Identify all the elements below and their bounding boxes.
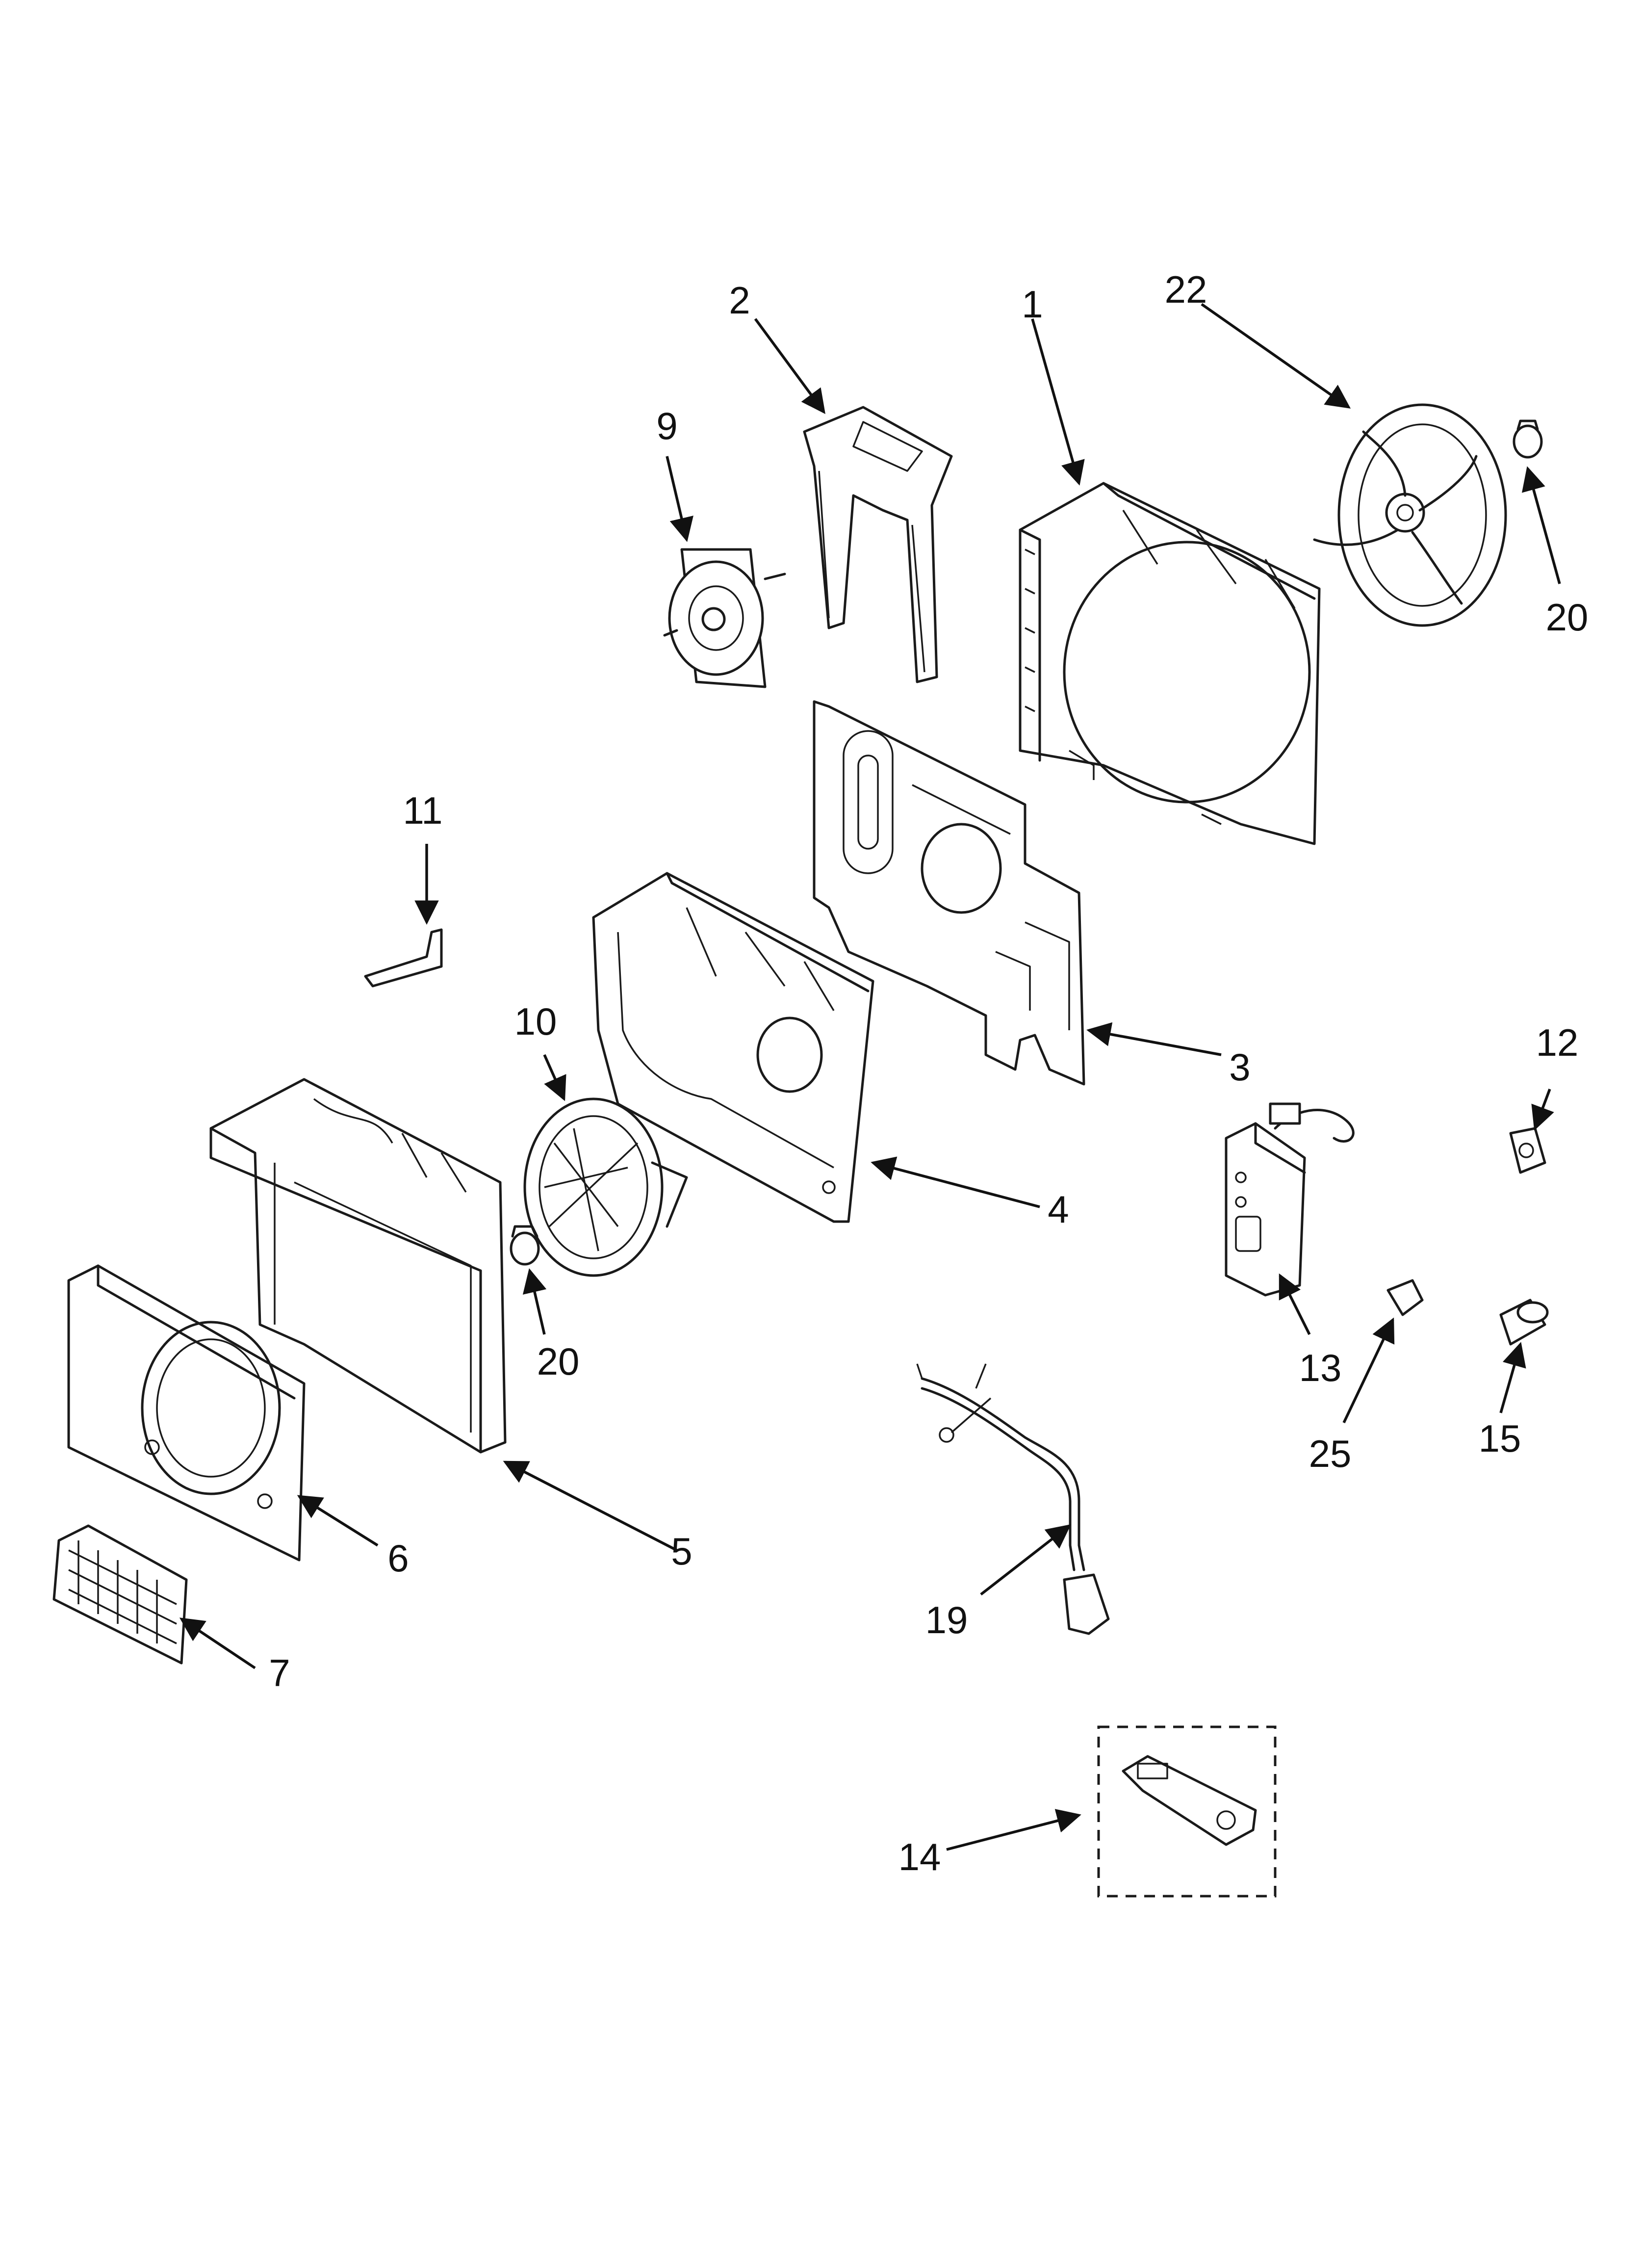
part-13-control-box	[1225, 1102, 1355, 1297]
label-part-20-upper: 20	[1545, 596, 1589, 639]
label-part-7: 7	[269, 1651, 290, 1694]
part-2-bracket	[803, 406, 953, 683]
label-part-10: 10	[514, 1000, 557, 1043]
label-part-6: 6	[387, 1537, 409, 1580]
part-5-duct-frame	[209, 1078, 507, 1454]
part-7-filter	[52, 1524, 188, 1665]
leader-lines	[179, 303, 1561, 1851]
label-part-3: 3	[1229, 1045, 1251, 1089]
part-3-panel	[813, 700, 1085, 1086]
part-4-scroll-housing	[592, 872, 874, 1223]
part-19-power-cord	[916, 1363, 1110, 1635]
label-part-14: 14	[898, 1835, 941, 1878]
label-part-9: 9	[656, 404, 678, 447]
part-11-clip-bracket	[364, 928, 443, 988]
label-part-12: 12	[1536, 1021, 1579, 1064]
part-15-capacitor	[1499, 1299, 1549, 1346]
part-9-motor	[663, 548, 786, 688]
part-1-shroud	[1019, 482, 1321, 845]
part-22-condenser-fan	[1313, 403, 1507, 627]
label-part-15: 15	[1478, 1417, 1521, 1460]
part-10-blower-wheel	[523, 1097, 688, 1277]
part-20-lower-clip	[510, 1225, 540, 1266]
label-part-4: 4	[1048, 1188, 1069, 1231]
label-part-20-lower: 20	[537, 1340, 580, 1383]
label-part-5: 5	[671, 1530, 693, 1573]
part-6-front-frame	[67, 1264, 306, 1562]
part-12-relay	[1509, 1127, 1546, 1174]
label-part-25: 25	[1308, 1432, 1352, 1475]
label-part-22: 22	[1164, 268, 1207, 311]
part-25-sensor	[1386, 1279, 1424, 1316]
label-part-11: 11	[403, 789, 443, 832]
part-14-remote	[1097, 1725, 1277, 1898]
label-part-13: 13	[1299, 1346, 1342, 1389]
part-20-upper-clip	[1513, 419, 1543, 459]
label-part-19: 19	[925, 1598, 968, 1642]
label-part-1: 1	[1022, 283, 1043, 326]
label-part-2: 2	[729, 279, 750, 322]
